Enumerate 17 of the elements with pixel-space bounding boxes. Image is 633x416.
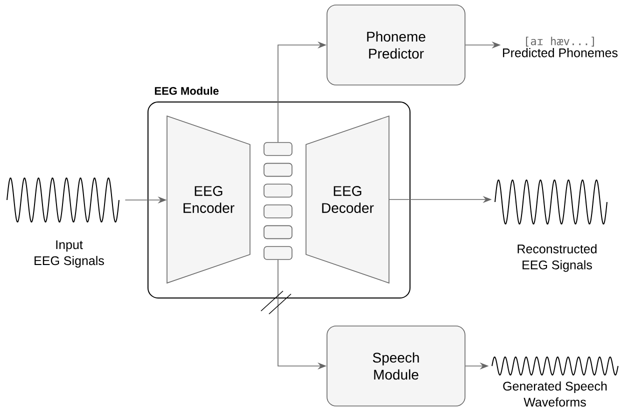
latent-cell	[264, 142, 292, 156]
latent-cell	[264, 225, 292, 240]
latent-cell	[264, 204, 292, 218]
signal-caption: Input EEG Signals	[34, 240, 104, 268]
trapezoid-block: EEG Decoder	[306, 115, 390, 284]
signal-wave	[492, 356, 618, 376]
output-label: [aɪ hæv...] Predicted Phonemes	[503, 36, 618, 58]
process-box: Speech Module	[326, 326, 466, 406]
signal-wave	[494, 180, 608, 224]
signal-caption: Reconstructed EEG Signals	[518, 244, 596, 272]
signal-wave	[6, 178, 120, 222]
latent-cell	[264, 162, 292, 177]
signal-caption: Generated Speech Waveforms	[503, 381, 607, 407]
latent-cell	[264, 246, 292, 260]
process-box: Phoneme Predictor	[326, 4, 466, 86]
module-heading: EEG Module	[154, 86, 219, 95]
latent-cell	[264, 184, 292, 198]
